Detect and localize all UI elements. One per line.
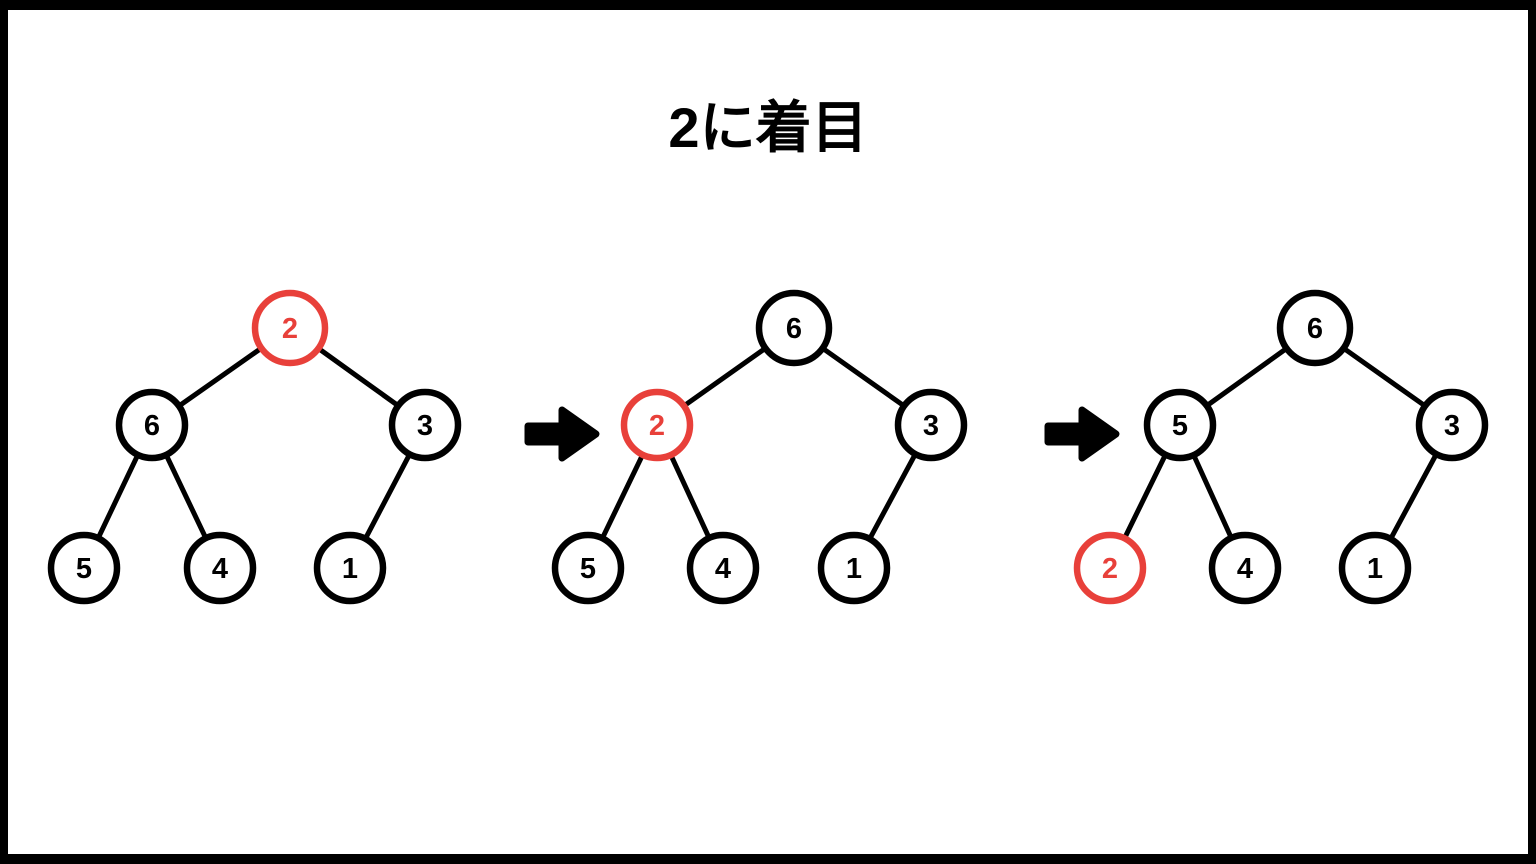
node-label: 1 (846, 553, 862, 585)
node-label: 6 (1307, 313, 1323, 345)
node-circle (388, 388, 462, 462)
node-label: 5 (76, 553, 92, 585)
tree-edge (175, 345, 265, 410)
node-circle (1208, 531, 1282, 605)
tree-edge (819, 345, 908, 410)
node-circle (1143, 388, 1217, 462)
tree-edge (667, 451, 713, 542)
node-label: 1 (342, 553, 358, 585)
tree-edge (1190, 451, 1235, 542)
tree-3: 6 5 3 2 4 1 (1073, 289, 1489, 605)
tree-2-edges (599, 345, 919, 543)
node-circle (755, 289, 833, 367)
node-label: 4 (212, 553, 228, 585)
tree-node[interactable]: 4 (1208, 531, 1282, 605)
tree-node[interactable]: 3 (1415, 388, 1489, 462)
right-arrow-icon (524, 406, 600, 462)
tree-node[interactable]: 5 (551, 531, 625, 605)
node-label: 4 (715, 553, 731, 585)
tree-node[interactable]: 5 (1143, 388, 1217, 462)
binary-tree-diagram: 2 6 3 5 4 1 6 2 3 5 4 1 6 5 3 2 4 1 (47, 289, 1489, 605)
node-circle-highlighted (1073, 531, 1147, 605)
node-circle-highlighted (251, 289, 329, 367)
node-label: 2 (649, 410, 665, 442)
node-label: 5 (1172, 410, 1188, 442)
node-label: 1 (1367, 553, 1383, 585)
node-label: 2 (1102, 553, 1118, 585)
tree-node[interactable]: 2 (251, 289, 329, 367)
node-circle (313, 531, 387, 605)
tree-node[interactable]: 6 (1276, 289, 1354, 367)
node-label: 3 (417, 410, 433, 442)
node-circle (686, 531, 760, 605)
tree-edge (1340, 345, 1429, 410)
node-circle (1338, 531, 1412, 605)
tree-node[interactable]: 1 (817, 531, 891, 605)
node-label: 6 (144, 410, 160, 442)
tree-node[interactable]: 2 (1073, 531, 1147, 605)
node-label: 5 (580, 553, 596, 585)
tree-node[interactable]: 4 (686, 531, 760, 605)
node-circle (47, 531, 121, 605)
tree-node[interactable]: 1 (1338, 531, 1412, 605)
node-label: 3 (1444, 410, 1460, 442)
tree-node[interactable]: 4 (183, 531, 257, 605)
node-circle (1415, 388, 1489, 462)
tree-edge (362, 450, 413, 543)
tree-1: 2 6 3 5 4 1 (47, 289, 462, 605)
tree-3-edges (1121, 345, 1440, 543)
slide-canvas: 2に着目 2 6 3 5 4 1 6 2 3 5 4 1 6 5 3 2 4 1 (8, 10, 1528, 854)
tree-edge (163, 451, 209, 542)
node-label: 6 (786, 313, 802, 345)
tree-edge (1387, 450, 1440, 543)
node-circle-highlighted (620, 388, 694, 462)
tree-edge (315, 345, 402, 409)
page-title: 2に着目 (668, 96, 868, 159)
tree-node[interactable]: 3 (894, 388, 968, 462)
tree-node[interactable]: 5 (47, 531, 121, 605)
tree-edge (680, 345, 769, 410)
node-label: 4 (1237, 553, 1253, 585)
node-label: 3 (923, 410, 939, 442)
tree-2: 6 2 3 5 4 1 (551, 289, 968, 605)
tree-edge (599, 451, 646, 542)
tree-edge (1203, 345, 1290, 409)
right-arrow-icon (1044, 406, 1120, 462)
tree-edge (866, 450, 919, 543)
node-circle (817, 531, 891, 605)
tree-node[interactable]: 6 (755, 289, 833, 367)
tree-node[interactable]: 3 (388, 388, 462, 462)
tree-1-edges (95, 345, 413, 543)
node-circle (894, 388, 968, 462)
node-circle (115, 388, 189, 462)
tree-edge (95, 451, 141, 542)
node-circle (551, 531, 625, 605)
node-circle (1276, 289, 1354, 367)
tree-node[interactable]: 6 (115, 388, 189, 462)
node-label: 2 (282, 313, 298, 345)
node-circle (183, 531, 257, 605)
tree-node[interactable]: 2 (620, 388, 694, 462)
tree-node[interactable]: 1 (313, 531, 387, 605)
tree-edge (1121, 451, 1169, 542)
